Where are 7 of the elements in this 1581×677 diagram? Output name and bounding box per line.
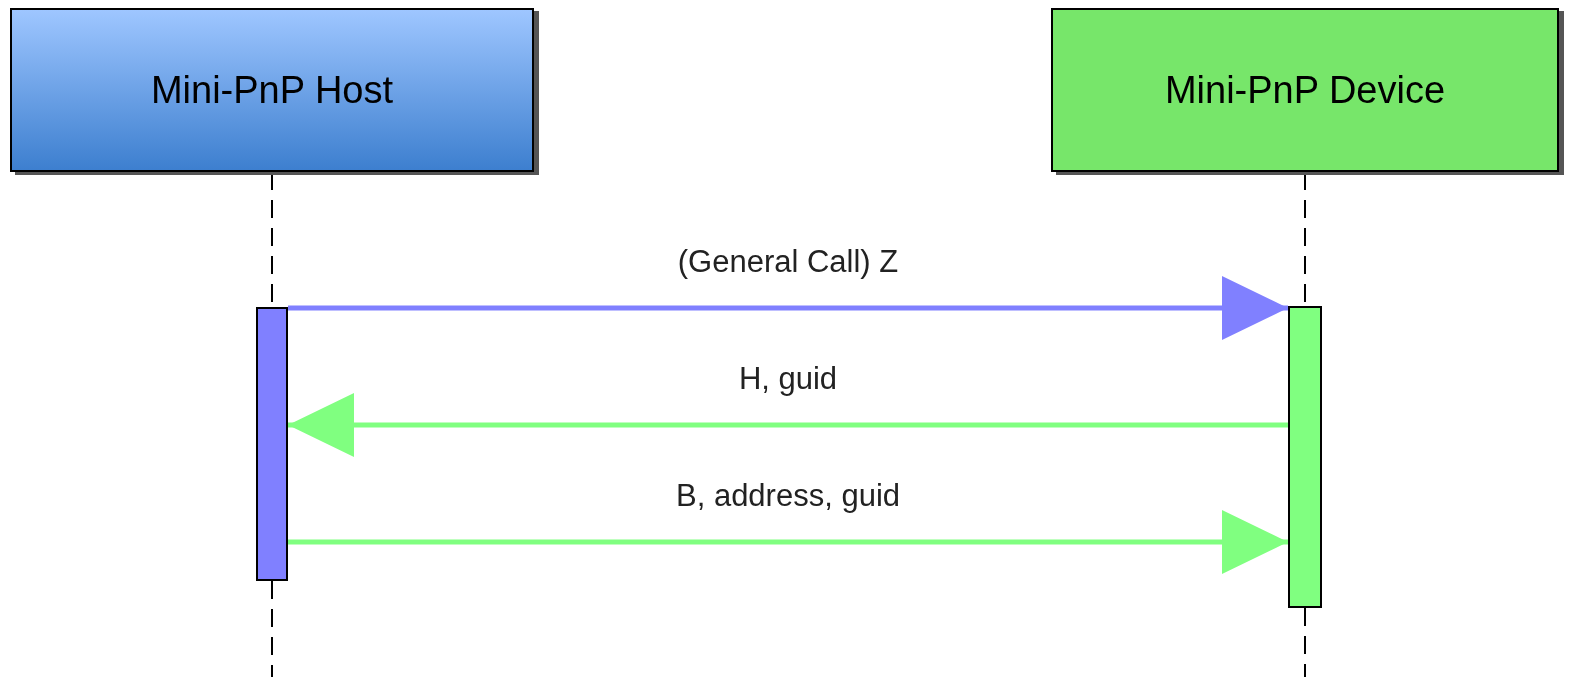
- message-arrow: [288, 276, 1288, 340]
- lifeline: [271, 580, 273, 677]
- activation-bar: [256, 307, 288, 581]
- message-arrow: [288, 393, 1288, 457]
- message-arrow: [288, 510, 1288, 574]
- activation-bar: [1288, 306, 1322, 608]
- lifeline: [1304, 607, 1306, 677]
